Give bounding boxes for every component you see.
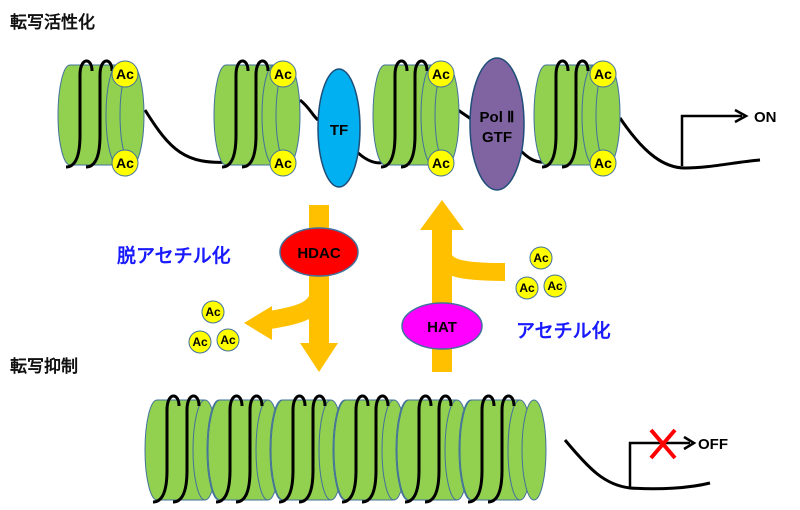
gtf-label: GTF (482, 129, 512, 146)
pol2-label: Pol Ⅱ (480, 109, 515, 126)
ac-label: Ac (533, 251, 549, 265)
acetyl-group: Ac (589, 60, 617, 88)
acetyl-group: Ac (111, 60, 139, 88)
arrowhead-icon (683, 435, 697, 451)
title-transcription-activation: 転写活性化 (10, 13, 95, 33)
pol2-oval (469, 57, 525, 191)
acetyl-group: Ac (515, 276, 539, 300)
hat-oval (401, 302, 483, 350)
ac-label: Ac (594, 155, 612, 171)
ac-label: Ac (205, 305, 221, 319)
tf-oval (317, 68, 361, 188)
hat-label: HAT (427, 319, 457, 336)
acetyl-group: Ac (269, 149, 297, 177)
acetyl-group: Ac (543, 274, 567, 298)
acetyl-group: Ac (216, 328, 240, 352)
ac-label: Ac (432, 66, 450, 82)
acetyl-group: Ac (589, 149, 617, 177)
acetyl-group: Ac (427, 149, 455, 177)
arrowhead-icon (734, 108, 749, 124)
hdac-label: HDAC (297, 245, 340, 262)
ac-label: Ac (274, 66, 292, 82)
dna-linker (143, 109, 231, 164)
ac-label: Ac (220, 333, 236, 347)
label-deacetylation: 脱アセチル化 (117, 245, 231, 267)
ac-label: Ac (116, 66, 134, 82)
promoter-arrow-off (628, 441, 690, 488)
ac-label: Ac (547, 279, 563, 293)
cross-icon (649, 428, 677, 460)
nucleosome (458, 394, 548, 504)
ac-label: Ac (192, 335, 208, 349)
acetyl-group: Ac (111, 149, 139, 177)
title-transcription-repression: 転写抑制 (10, 357, 78, 377)
ac-label: Ac (274, 155, 292, 171)
compact-chromatin (143, 394, 548, 504)
acetyl-group: Ac (201, 300, 225, 324)
hdac-oval (279, 227, 359, 277)
ac-label: Ac (432, 155, 450, 171)
acetyl-group: Ac (188, 330, 212, 354)
acetyl-group: Ac (269, 60, 297, 88)
acetyl-group: Ac (529, 246, 553, 270)
promoter-arrow-on (680, 114, 742, 166)
tf-label: TF (330, 122, 348, 139)
ac-label: Ac (594, 66, 612, 82)
ac-label: Ac (116, 155, 134, 171)
dna-linker (618, 117, 761, 170)
ac-label: Ac (519, 281, 535, 295)
acetyl-group: Ac (427, 60, 455, 88)
off-label: OFF (698, 436, 728, 453)
on-label: ON (754, 109, 777, 126)
label-acetylation: アセチル化 (516, 320, 611, 342)
dna-linker (299, 98, 320, 122)
